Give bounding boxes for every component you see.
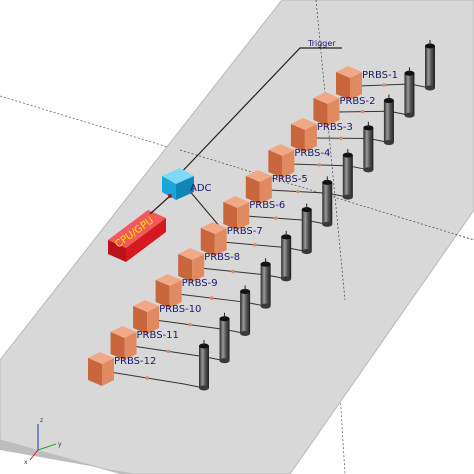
prbs-label-8: PRBS-8 (204, 252, 240, 263)
detector-tube-8 (281, 230, 292, 282)
detector-tube-9 (260, 258, 271, 309)
prbs-connector-11 (166, 349, 171, 354)
prbs-connector-6 (274, 216, 279, 220)
adc-label: ADC (190, 183, 212, 194)
trigger-wire (175, 47, 342, 179)
cpu-adc-link (149, 195, 171, 215)
prbs-connector-12 (145, 376, 149, 380)
prbs-label-2: PRBS-2 (339, 96, 375, 107)
prbs-channel-1: PRBS-1 (336, 40, 435, 100)
prbs-box-1 (336, 66, 362, 100)
cpu-gpu-box (108, 210, 166, 262)
prbs-channel-7: PRBS-7 (200, 203, 312, 256)
prbs-label-5: PRBS-5 (272, 174, 308, 185)
detector-tube-10 (240, 285, 251, 336)
cpu-adc-joint (168, 194, 172, 198)
prbs-box-2 (313, 92, 340, 126)
prbs-label-3: PRBS-3 (317, 122, 353, 133)
axis-x-label: x (24, 459, 28, 466)
prbs-box-10 (133, 300, 160, 334)
detector-tube-6 (322, 176, 333, 227)
detector-tube-2 (404, 67, 415, 118)
detector-tube-4 (363, 121, 374, 173)
prbs-connector-8 (231, 269, 235, 274)
prbs-label-6: PRBS-6 (249, 200, 285, 211)
prbs-label-4: PRBS-4 (294, 148, 330, 159)
prbs-box-5 (245, 170, 272, 204)
detector-tube-1 (425, 40, 435, 91)
prbs-connector-4 (317, 163, 322, 167)
axis-y-label: y (58, 441, 62, 448)
prbs-box-3 (290, 118, 317, 152)
prbs-box-6 (223, 196, 250, 230)
detector-tube-3 (383, 94, 394, 146)
prbs-connector-10 (188, 322, 192, 327)
prbs-channel-11: PRBS-11 (110, 312, 230, 364)
prbs-channel-5: PRBS-5 (245, 149, 353, 204)
detector-tube-5 (342, 149, 353, 200)
prbs-box-8 (178, 248, 205, 282)
prbs-label-7: PRBS-7 (227, 226, 263, 237)
prbs-box-7 (200, 222, 227, 256)
detector-tube-12 (199, 340, 209, 391)
prbs-connector-5 (296, 189, 300, 194)
axis-z-label: z (40, 417, 43, 424)
prbs-channel-8: PRBS-8 (178, 230, 292, 282)
prbs-wire-12 (109, 371, 205, 389)
prbs-box-11 (110, 326, 137, 360)
prbs-connector-9 (209, 296, 214, 300)
prbs-box-4 (268, 144, 295, 178)
prbs-channel-3: PRBS-3 (290, 94, 394, 152)
prbs-connector-3 (339, 136, 343, 141)
prbs-label-11: PRBS-11 (137, 330, 179, 341)
prbs-label-9: PRBS-9 (182, 278, 218, 289)
trigger-label: Trigger (307, 39, 336, 48)
prbs-label-1: PRBS-1 (362, 70, 398, 81)
prbs-box-9 (155, 274, 182, 308)
detector-tube-11 (219, 312, 230, 364)
prbs-label-12: PRBS-12 (114, 356, 156, 367)
prbs-connector-7 (252, 243, 257, 247)
prbs-box-12 (88, 352, 114, 386)
prbs-connector-2 (360, 109, 365, 114)
prbs-channel-12: PRBS-12 (88, 340, 209, 391)
detector-tube-7 (301, 203, 312, 255)
prbs-connector-1 (382, 83, 386, 87)
prbs-label-10: PRBS-10 (159, 304, 201, 315)
adc-box (162, 168, 194, 200)
prbs-channel-2: PRBS-2 (313, 67, 415, 126)
prbs-channel-6: PRBS-6 (223, 176, 333, 230)
channels: PRBS-1PRBS-2PRBS-3PRBS-4PRBS-5PRBS-6PRBS… (88, 40, 435, 391)
prbs-channel-9: PRBS-9 (155, 258, 271, 309)
axis-triad: z y x (24, 417, 62, 466)
